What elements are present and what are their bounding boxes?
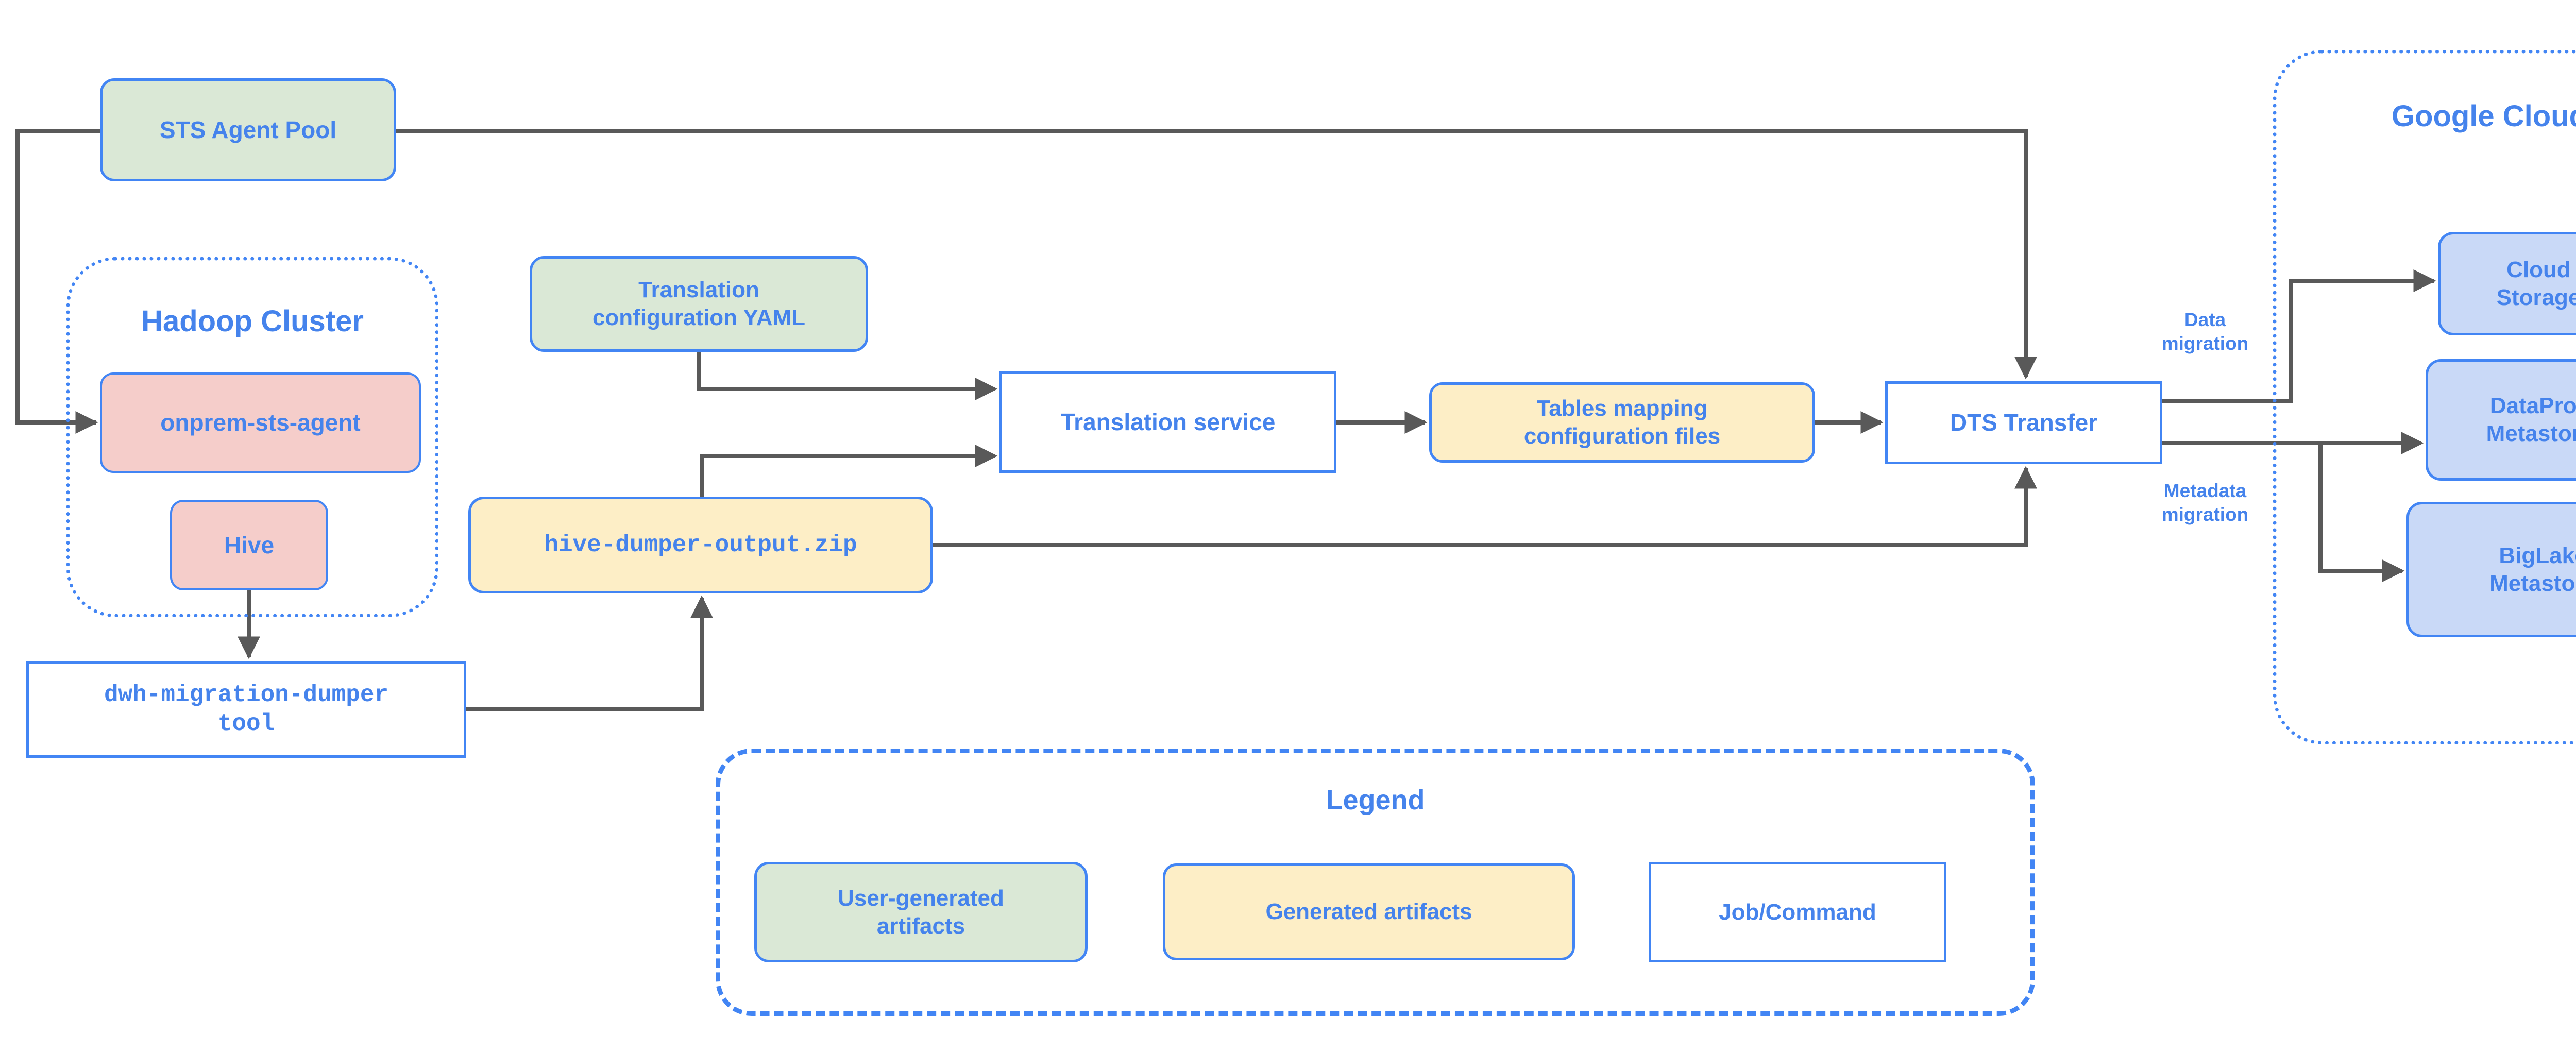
- node-dataproc-metastore-label: DataProc Metastore: [2486, 393, 2576, 446]
- node-hive-dumper-output-zip: hive-dumper-output.zip: [468, 497, 933, 593]
- node-dts-transfer-label: DTS Transfer: [1950, 409, 2098, 436]
- arrow-zip-to-dts-bottom: [933, 466, 2037, 547]
- google-cloud-title: Google Cloud: [2391, 99, 2576, 133]
- arrow-zip-to-translation-service: [700, 445, 998, 497]
- legend-item-generated-artifacts: Generated artifacts: [1163, 863, 1575, 960]
- node-hive-dumper-output-zip-label: hive-dumper-output.zip: [544, 531, 857, 558]
- node-translation-service: Translation service: [999, 371, 1336, 473]
- arrow-dwh-tool-to-zip: [466, 595, 713, 711]
- node-dwh-migration-dumper-tool-label: dwh-migration-dumper tool: [104, 681, 389, 737]
- node-tables-mapping-configuration-files: Tables mapping configuration files: [1429, 382, 1815, 463]
- hadoop-cluster-title: Hadoop Cluster: [141, 304, 364, 338]
- node-cloud-storage: Cloud Storage: [2438, 232, 2576, 335]
- legend-item-job-command: Job/Command: [1649, 862, 1946, 962]
- legend-item-job-command-label: Job/Command: [1719, 899, 1876, 925]
- node-dts-transfer: DTS Transfer: [1885, 381, 2162, 464]
- node-translation-configuration-yaml-label: Translation configuration YAML: [592, 277, 806, 330]
- node-cloud-storage-label: Cloud Storage: [2496, 257, 2576, 310]
- edge-label-data-migration: Data migration: [2161, 309, 2249, 354]
- node-biglake-metastore: BigLake Metastore: [2406, 502, 2576, 637]
- node-hive: Hive: [170, 500, 328, 590]
- edge-label-metadata-migration: Metadata migration: [2161, 480, 2249, 525]
- node-hive-label: Hive: [224, 531, 275, 558]
- node-onprem-sts-agent-label: onprem-sts-agent: [160, 409, 361, 436]
- legend-item-generated-artifacts-label: Generated artifacts: [1265, 899, 1472, 925]
- node-dwh-migration-dumper-tool: dwh-migration-dumper tool: [26, 661, 466, 758]
- node-dataproc-metastore: DataProc Metastore: [2426, 359, 2576, 481]
- node-onprem-sts-agent: onprem-sts-agent: [100, 372, 421, 473]
- node-translation-configuration-yaml: Translation configuration YAML: [530, 256, 868, 352]
- node-sts-agent-pool-label: STS Agent Pool: [159, 116, 337, 143]
- node-tables-mapping-configuration-files-label: Tables mapping configuration files: [1523, 396, 1721, 449]
- hadoop-cluster-container: [66, 257, 438, 617]
- legend-container: [716, 749, 2035, 1016]
- node-sts-agent-pool: STS Agent Pool: [100, 78, 396, 181]
- legend-title: Legend: [1326, 785, 1425, 816]
- legend-item-user-generated-artifacts-label: User-generated artifacts: [838, 885, 1004, 939]
- legend-item-user-generated-artifacts: User-generated artifacts: [754, 862, 1088, 962]
- node-biglake-metastore-label: BigLake Metastore: [2489, 542, 2576, 596]
- node-translation-service-label: Translation service: [1060, 408, 1276, 435]
- arrow-yaml-to-translation-service: [697, 352, 998, 400]
